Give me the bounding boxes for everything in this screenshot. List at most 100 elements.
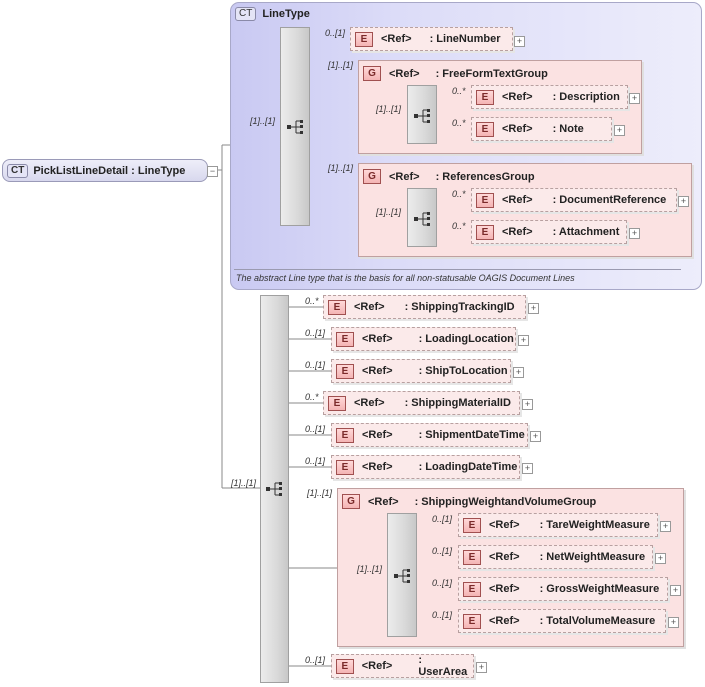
- expand-plus-icon[interactable]: +: [629, 93, 640, 104]
- linetype-header: CT LineType: [235, 7, 310, 21]
- expand-plus-icon[interactable]: −: [207, 166, 218, 177]
- linetype-title: LineType: [262, 8, 310, 20]
- expand-plus-icon[interactable]: +: [678, 196, 689, 207]
- element-total-volume-measure[interactable]: E <Ref> : TotalVolumeMeasure: [458, 609, 666, 633]
- group-name: : ReferencesGroup: [435, 170, 535, 183]
- cardinality-label: 0..*: [305, 392, 319, 402]
- root-label: PickListLineDetail : LineType: [33, 164, 186, 177]
- ref-label: <Ref>: [502, 123, 533, 135]
- element-ship-to-location[interactable]: E <Ref> : ShipToLocation: [331, 359, 511, 383]
- cardinality-label: 0..*: [305, 296, 319, 306]
- element-icon: E: [463, 549, 481, 565]
- expand-plus-icon[interactable]: +: [514, 36, 525, 47]
- element-attachment[interactable]: E <Ref> : Attachment: [471, 220, 627, 244]
- cardinality-label: [1]..[1]: [376, 104, 402, 114]
- ref-label: <Ref>: [362, 333, 393, 345]
- element-name: : GrossWeightMeasure: [539, 583, 660, 595]
- ref-label: <Ref>: [354, 301, 385, 313]
- element-name: : Note: [552, 123, 584, 135]
- element-shipping-tracking-id[interactable]: E <Ref> : ShippingTrackingID: [323, 295, 526, 319]
- element-icon: E: [463, 517, 481, 533]
- element-name: : LoadingLocation: [418, 333, 514, 345]
- element-loading-location[interactable]: E <Ref> : LoadingLocation: [331, 327, 516, 351]
- element-name: : LineNumber: [429, 33, 501, 45]
- cardinality-label: 0..[1]: [432, 578, 453, 588]
- ref-label: <Ref>: [489, 583, 520, 595]
- cardinality-label: [1]..[1]: [328, 60, 354, 70]
- element-user-area[interactable]: E <Ref> : UserArea: [331, 654, 474, 678]
- element-line-number[interactable]: E <Ref> : LineNumber: [350, 27, 513, 51]
- element-icon: E: [463, 613, 481, 629]
- ref-label: <Ref>: [368, 495, 399, 508]
- element-note[interactable]: E <Ref> : Note: [471, 117, 612, 141]
- element-loading-date-time[interactable]: E <Ref> : LoadingDateTime: [331, 455, 520, 479]
- element-icon: E: [476, 192, 494, 208]
- cardinality-label: 0..[1]: [305, 328, 326, 338]
- cardinality-label: 0..[1]: [305, 360, 326, 370]
- element-name: : UserArea: [418, 654, 468, 678]
- group-header: G <Ref> : ReferencesGroup: [359, 169, 535, 184]
- sequence-icon: [266, 482, 282, 496]
- sequence-compositor[interactable]: [280, 27, 310, 226]
- element-icon: E: [328, 299, 346, 315]
- cardinality-label: 0..[1]: [305, 456, 326, 466]
- expand-plus-icon[interactable]: +: [522, 399, 533, 410]
- sequence-compositor[interactable]: [407, 85, 437, 144]
- sequence-compositor[interactable]: [387, 513, 417, 637]
- element-description[interactable]: E <Ref> : Description: [471, 85, 628, 109]
- group-icon: G: [342, 494, 360, 509]
- sequence-icon: [287, 120, 303, 134]
- expand-plus-icon[interactable]: +: [629, 228, 640, 239]
- cardinality-label: 0..*: [452, 221, 466, 231]
- expand-plus-icon[interactable]: +: [670, 585, 681, 596]
- expand-plus-icon[interactable]: +: [614, 125, 625, 136]
- element-document-reference[interactable]: E <Ref> : DocumentReference: [471, 188, 677, 212]
- expand-plus-icon[interactable]: +: [655, 553, 666, 564]
- expand-plus-icon[interactable]: +: [476, 662, 487, 673]
- group-icon: G: [363, 66, 381, 81]
- cardinality-label: 0..*: [452, 86, 466, 96]
- element-name: : TotalVolumeMeasure: [539, 615, 656, 627]
- cardinality-label: [1]..[1]: [328, 163, 354, 173]
- cardinality-label: 0..[1]: [432, 610, 453, 620]
- cardinality-label: [1]..[1]: [357, 564, 383, 574]
- expand-plus-icon[interactable]: +: [668, 617, 679, 628]
- group-name: : ShippingWeightandVolumeGroup: [414, 495, 597, 508]
- expand-plus-icon[interactable]: +: [522, 463, 533, 474]
- element-shipment-date-time[interactable]: E <Ref> : ShipmentDateTime: [331, 423, 528, 447]
- element-tare-weight-measure[interactable]: E <Ref> : TareWeightMeasure: [458, 513, 658, 537]
- element-name: : ShippingTrackingID: [404, 301, 515, 313]
- root-complex-type[interactable]: CT PickListLineDetail : LineType: [2, 159, 208, 182]
- element-name: : ShipToLocation: [418, 365, 508, 377]
- sequence-compositor[interactable]: [260, 295, 289, 683]
- ref-label: <Ref>: [502, 194, 533, 206]
- ref-label: <Ref>: [502, 226, 533, 238]
- ref-label: <Ref>: [489, 615, 520, 627]
- ref-label: <Ref>: [362, 365, 393, 377]
- cardinality-label: 0..[1]: [325, 28, 346, 38]
- divider: [234, 269, 681, 270]
- sequence-icon: [394, 569, 410, 583]
- cardinality-label: 0..*: [452, 118, 466, 128]
- element-net-weight-measure[interactable]: E <Ref> : NetWeightMeasure: [458, 545, 653, 569]
- element-name: : TareWeightMeasure: [539, 519, 650, 531]
- expand-plus-icon[interactable]: +: [660, 521, 671, 532]
- cardinality-label: [1]..[1]: [231, 478, 257, 488]
- cardinality-label: 0..[1]: [432, 514, 453, 524]
- cardinality-label: [1]..[1]: [307, 488, 333, 498]
- ref-label: <Ref>: [389, 170, 420, 183]
- element-icon: E: [328, 395, 346, 411]
- expand-plus-icon[interactable]: +: [528, 303, 539, 314]
- expand-plus-icon[interactable]: +: [518, 335, 529, 346]
- complex-type-badge: CT: [235, 7, 257, 21]
- expand-plus-icon[interactable]: +: [513, 367, 524, 378]
- element-gross-weight-measure[interactable]: E <Ref> : GrossWeightMeasure: [458, 577, 668, 601]
- cardinality-label: 0..[1]: [432, 546, 453, 556]
- ref-label: <Ref>: [489, 519, 520, 531]
- element-name: : ShipmentDateTime: [418, 429, 525, 441]
- element-shipping-material-id[interactable]: E <Ref> : ShippingMaterialID: [323, 391, 520, 415]
- element-icon: E: [336, 459, 354, 475]
- expand-plus-icon[interactable]: +: [530, 431, 541, 442]
- sequence-compositor[interactable]: [407, 188, 437, 247]
- element-name: : ShippingMaterialID: [404, 397, 511, 409]
